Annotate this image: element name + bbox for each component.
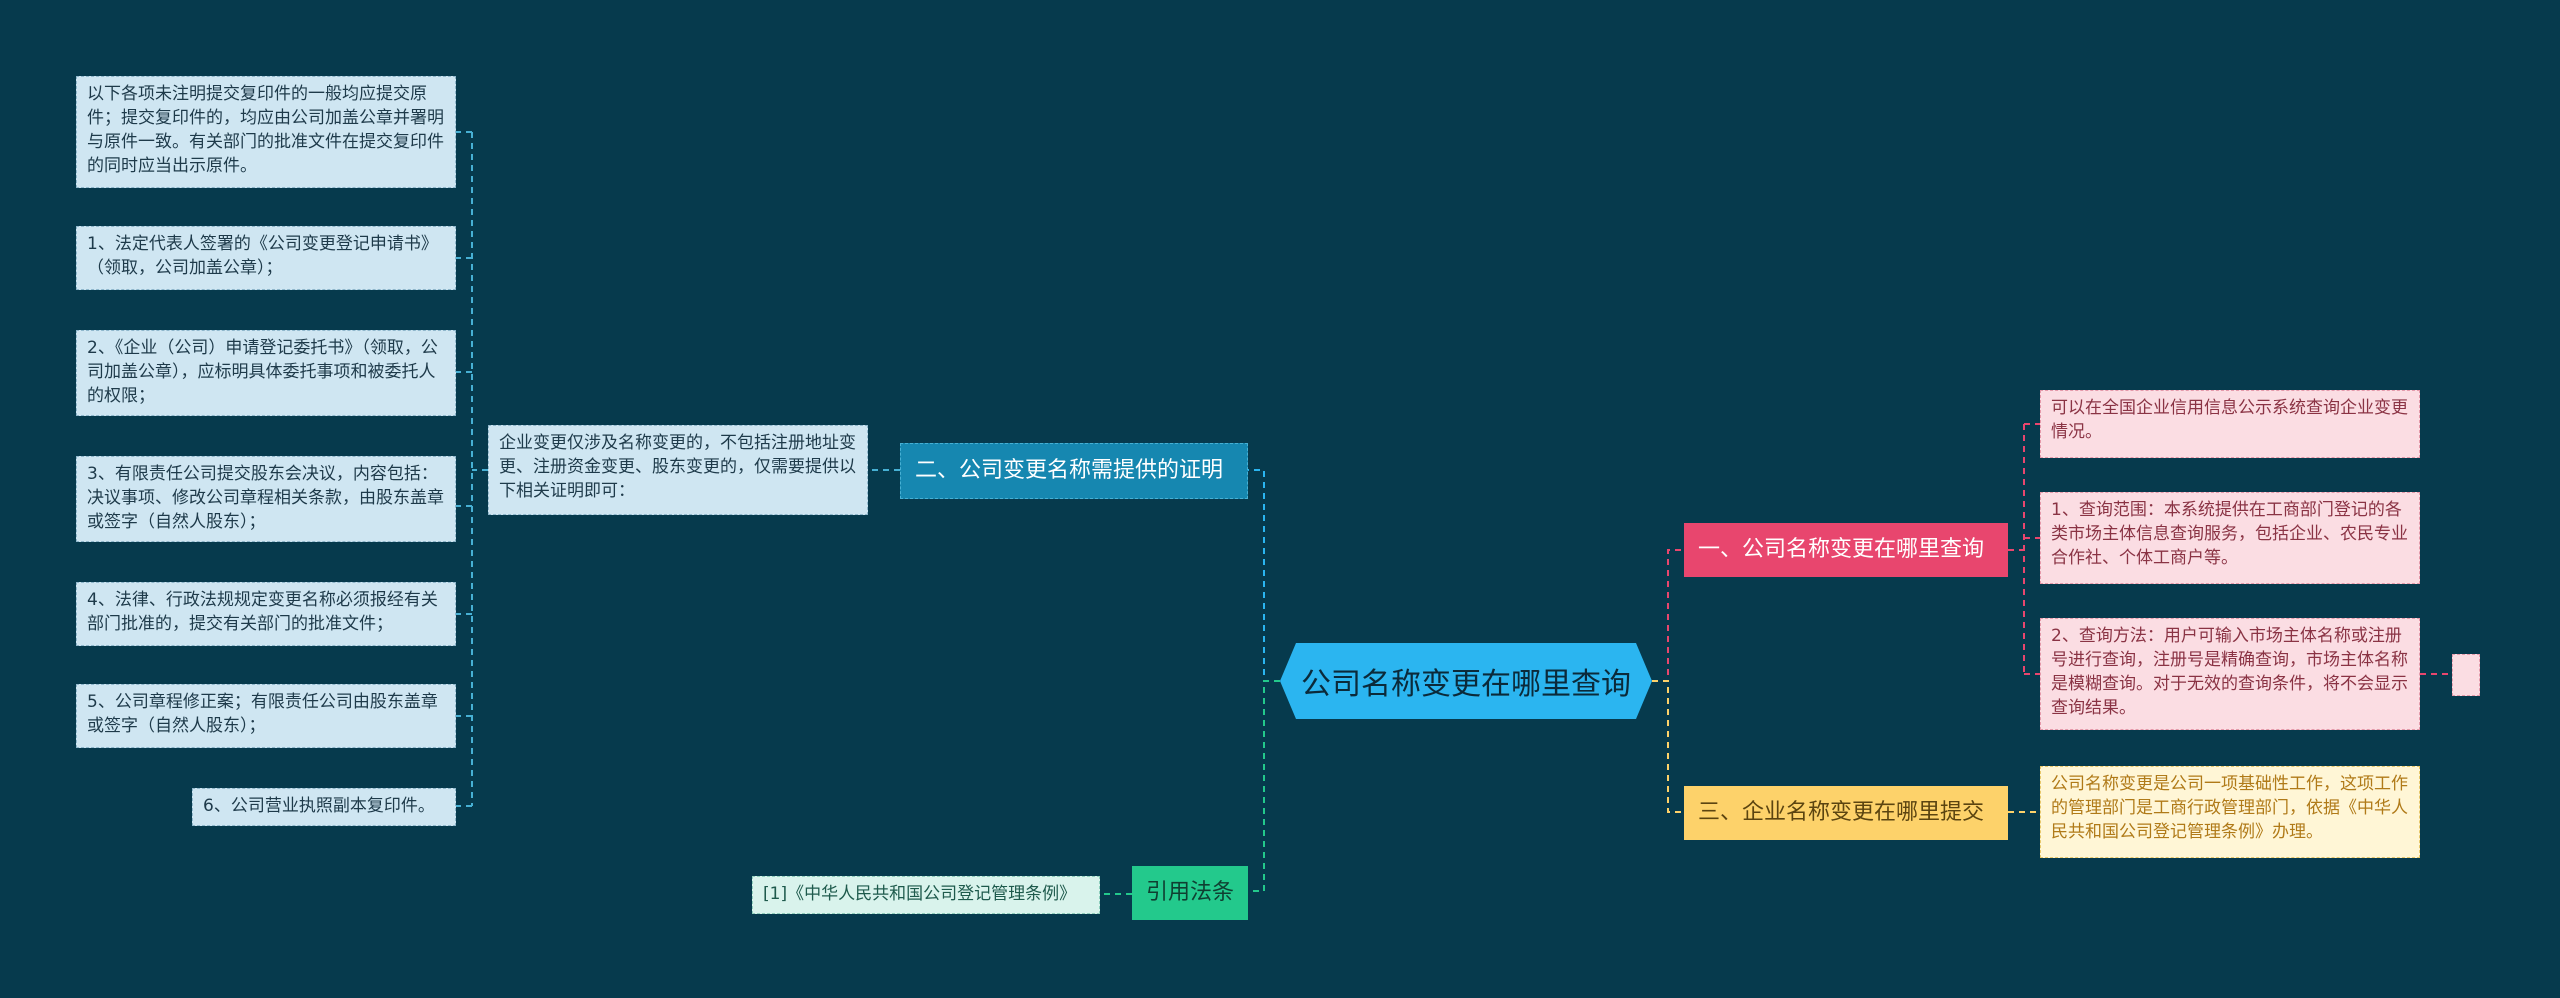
- law-item-0[interactable]: [1]《中华人民共和国公司登记管理条例》: [752, 876, 1100, 914]
- link-root-proof: [1248, 469, 1280, 682]
- query-item-2[interactable]: 2、查询方法：用户可输入市场主体名称或注册号进行查询，注册号是精确查询，市场主体…: [2040, 618, 2420, 730]
- proof-item-4[interactable]: 4、法律、行政法规规定变更名称必须报经有关部门批准的，提交有关部门的批准文件；: [76, 582, 456, 646]
- link-root-submit: [1652, 680, 1684, 813]
- proof-item-2[interactable]: 2、《企业（公司）申请登记委托书》（领取，公司加盖公章），应标明具体委托事项和被…: [76, 330, 456, 416]
- query-item-1[interactable]: 1、查询范围：本系统提供在工商部门登记的各类市场主体信息查询服务，包括企业、农民…: [2040, 492, 2420, 584]
- proof-intro[interactable]: 企业变更仅涉及名称变更的，不包括注册地址变更、注册资金变更、股东变更的，仅需要提…: [488, 425, 868, 515]
- proof-item-0[interactable]: 以下各项未注明提交复印件的一般均应提交原件；提交复印件的，均应由公司加盖公章并署…: [76, 76, 456, 188]
- link-root-query: [1652, 549, 1684, 682]
- proof-item-1[interactable]: 1、法定代表人签署的《公司变更登记申请书》（领取，公司加盖公章）；: [76, 226, 456, 290]
- proof-item-3[interactable]: 3、有限责任公司提交股东会决议，内容包括：决议事项、修改公司章程相关条款，由股东…: [76, 456, 456, 542]
- root-label: 公司名称变更在哪里查询: [1301, 667, 1631, 702]
- proof-item-6[interactable]: 6、公司营业执照副本复印件。: [192, 788, 456, 826]
- branch-submit[interactable]: 三、企业名称变更在哪里提交: [1684, 786, 2008, 840]
- branch-law[interactable]: 引用法条: [1132, 866, 1248, 920]
- link-intro-leaves: [456, 131, 488, 807]
- proof-item-5[interactable]: 5、公司章程修正案；有限责任公司由股东盖章或签字（自然人股东）；: [76, 684, 456, 748]
- submit-item-0[interactable]: 公司名称变更是公司一项基础性工作，这项工作的管理部门是工商行政管理部门，依据《中…: [2040, 766, 2420, 858]
- root-node[interactable]: 公司名称变更在哪里查询: [1280, 643, 1652, 719]
- query-collapsed-node[interactable]: [2452, 654, 2480, 696]
- root-shape: [1280, 643, 1652, 719]
- branch-proof[interactable]: 二、公司变更名称需提供的证明: [900, 443, 1248, 499]
- link-query-leaves: [2008, 423, 2040, 675]
- query-item-0[interactable]: 可以在全国企业信用信息公示系统查询企业变更情况。: [2040, 390, 2420, 458]
- link-root-law: [1248, 680, 1280, 892]
- branch-query[interactable]: 一、公司名称变更在哪里查询: [1684, 523, 2008, 577]
